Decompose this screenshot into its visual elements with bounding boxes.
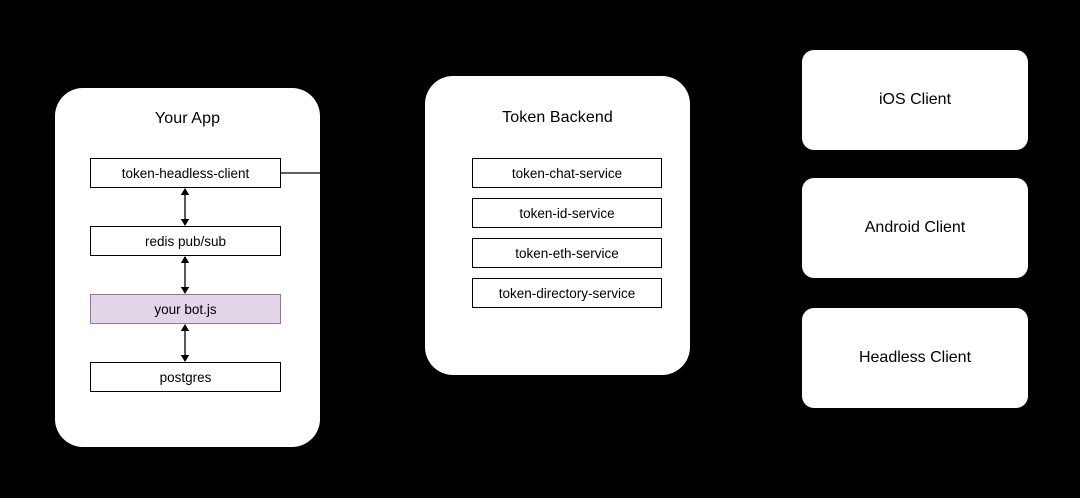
arrowhead-down <box>180 355 190 362</box>
node-postgres[interactable]: postgres <box>90 362 281 392</box>
arrowhead-down <box>180 287 190 294</box>
node-label-token-id-service: token-id-service <box>519 205 615 221</box>
client-card-ios-client[interactable]: iOS Client <box>802 50 1028 150</box>
connector-redis-to-bot <box>180 256 190 294</box>
node-redis-pub-sub[interactable]: redis pub/sub <box>90 226 281 256</box>
connector-headless-client-to-redis <box>180 188 190 226</box>
arrowhead-up <box>180 256 190 263</box>
node-token-eth-service[interactable]: token-eth-service <box>472 238 662 268</box>
client-label-ios-client: iOS Client <box>878 91 952 108</box>
node-label-redis-pub-sub: redis pub/sub <box>144 233 227 249</box>
node-your-bot-js[interactable]: your bot.js <box>90 294 281 324</box>
connector-headless-client-outbound <box>281 172 320 174</box>
connector-bot-to-postgres <box>180 324 190 362</box>
arrowhead-up <box>180 188 190 195</box>
node-label-token-directory-service: token-directory-service <box>498 285 636 301</box>
client-card-android-client[interactable]: Android Client <box>802 178 1028 278</box>
node-token-headless-client[interactable]: token-headless-client <box>90 158 281 188</box>
group-title-your-app: Your App <box>154 110 221 127</box>
client-card-headless-client[interactable]: Headless Client <box>802 308 1028 408</box>
node-token-chat-service[interactable]: token-chat-service <box>472 158 662 188</box>
node-label-token-eth-service: token-eth-service <box>515 245 619 261</box>
node-label-postgres: postgres <box>159 369 212 385</box>
client-label-headless-client: Headless Client <box>858 349 972 366</box>
node-label-your-bot-js: your bot.js <box>154 301 217 317</box>
node-label-token-chat-service: token-chat-service <box>511 165 623 181</box>
node-token-id-service[interactable]: token-id-service <box>472 198 662 228</box>
node-token-directory-service[interactable]: token-directory-service <box>472 278 662 308</box>
arrowhead-up <box>180 324 190 331</box>
node-label-token-headless-client: token-headless-client <box>121 165 250 181</box>
client-label-android-client: Android Client <box>864 219 966 236</box>
group-title-token-backend: Token Backend <box>502 109 613 126</box>
arrowhead-down <box>180 219 190 226</box>
